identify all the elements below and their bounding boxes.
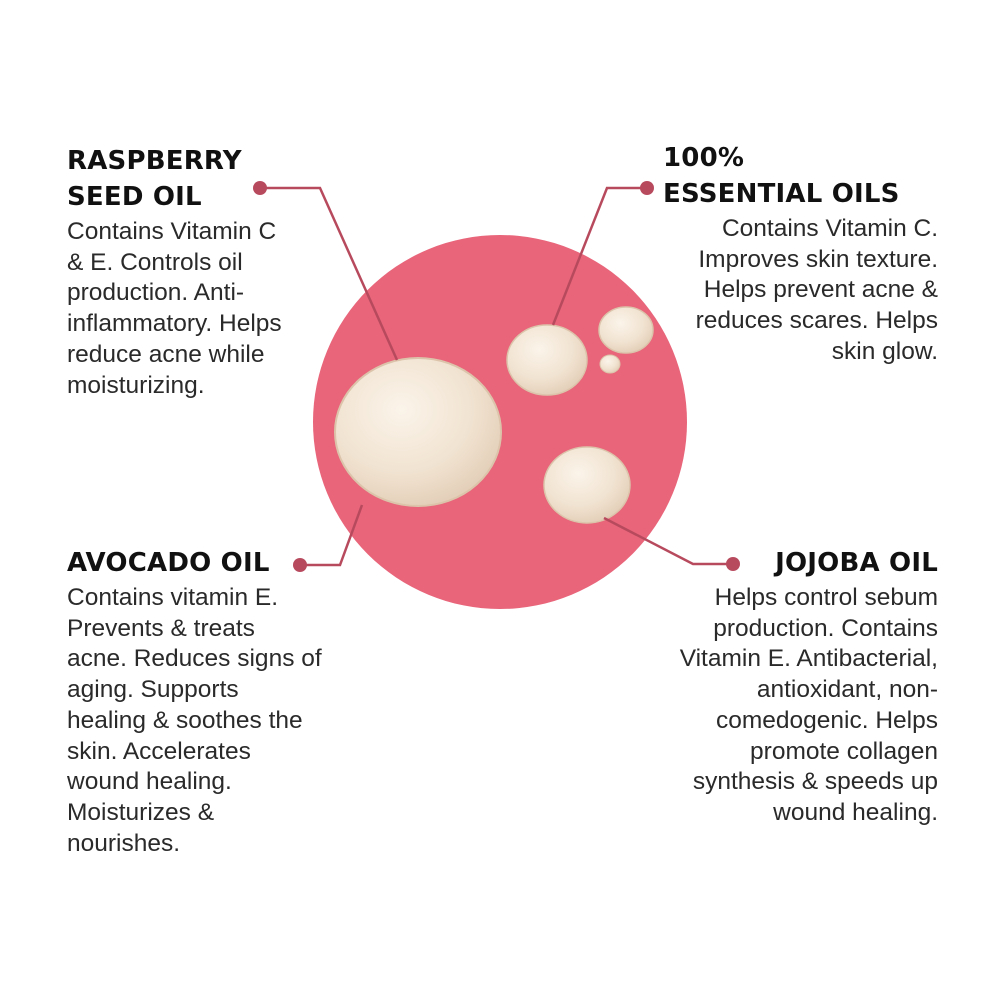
- callout-description: Contains vitamin E. Prevents & treats ac…: [67, 584, 322, 857]
- callout-description: Helps control sebum production. Contains…: [679, 584, 938, 826]
- callout-avocado-oil: AVOCADO OIL Contains vitamin E. Prevents…: [67, 545, 367, 859]
- callout-title: 100% ESSENTIAL OILS: [663, 143, 900, 209]
- connector-dot-jojoba: [726, 557, 740, 571]
- connector-raspberry: [260, 186, 399, 361]
- callout-raspberry-seed-oil: RASPBERRY SEED OIL Contains Vitamin C & …: [67, 143, 357, 401]
- callout-essential-oils: 100% ESSENTIAL OILS Contains Vitamin C. …: [620, 140, 938, 368]
- connector-avocado: [300, 504, 364, 567]
- connector-dot-essential: [640, 181, 654, 195]
- lower-droplet: [543, 446, 631, 524]
- connector-essential: [551, 186, 647, 326]
- medium-droplet: [506, 324, 588, 396]
- large-droplet: [334, 357, 502, 507]
- connector-dot-avocado: [293, 558, 307, 572]
- small-droplet: [598, 306, 654, 354]
- callout-title: RASPBERRY SEED OIL: [67, 146, 242, 212]
- tiny-droplet: [599, 354, 621, 374]
- callout-description: Contains Vitamin C & E. Controls oil pro…: [67, 218, 282, 399]
- callout-title: JOJOBA OIL: [775, 548, 938, 578]
- callout-jojoba-oil: JOJOBA OIL Helps control sebum productio…: [620, 545, 938, 829]
- callout-title: AVOCADO OIL: [67, 548, 270, 578]
- connector-dot-raspberry: [253, 181, 267, 195]
- callout-description: Contains Vitamin C. Improves skin textur…: [695, 215, 938, 365]
- connector-jojoba: [603, 516, 733, 566]
